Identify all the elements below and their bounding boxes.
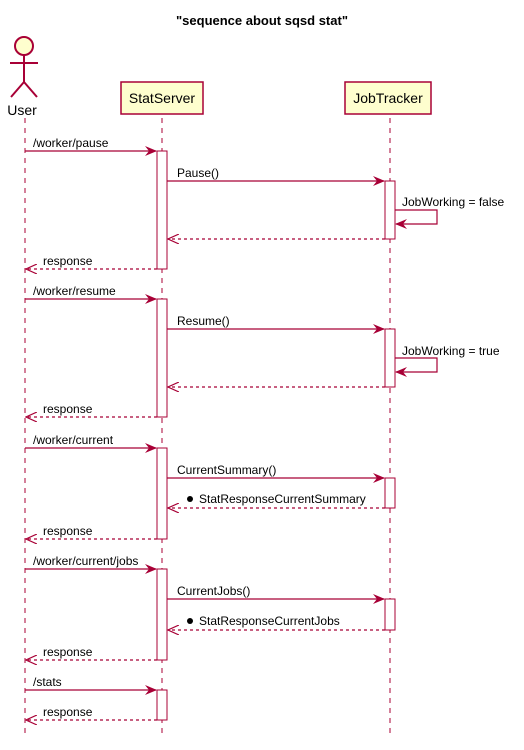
message-label: /worker/current (33, 433, 114, 447)
message: response (26, 254, 157, 269)
message-label: JobWorking = false (402, 195, 504, 209)
activation-jobtracker (384, 477, 396, 509)
message: /worker/current/jobs (25, 554, 157, 574)
bullet-icon (187, 496, 193, 502)
message: CurrentSummary() (167, 463, 385, 483)
message-label: /worker/pause (33, 136, 109, 150)
message: CurrentJobs() (167, 584, 385, 604)
message-label: response (43, 254, 93, 268)
message-label: Pause() (177, 166, 219, 180)
message: StatResponseCurrentSummary (168, 492, 385, 508)
message: JobWorking = false (395, 195, 504, 229)
activation-statserver (156, 568, 168, 661)
message-label: CurrentJobs() (177, 584, 250, 598)
message: /worker/current (25, 433, 157, 453)
message-label: response (43, 524, 93, 538)
message-label: StatResponseCurrentJobs (199, 614, 340, 628)
message: /stats (25, 675, 157, 695)
participant-statserver-label: StatServer (129, 90, 195, 106)
bullet-icon (187, 618, 193, 624)
activation-jobtracker (384, 180, 396, 240)
message: response (26, 524, 157, 539)
activation-statserver (156, 298, 168, 418)
message-label: CurrentSummary() (177, 463, 276, 477)
message: response (26, 645, 157, 660)
message: response (26, 402, 157, 417)
message-label: /stats (33, 675, 62, 689)
diagram-title: "sequence about sqsd stat" (176, 13, 348, 28)
message: /worker/pause (25, 136, 157, 156)
message: /worker/resume (25, 284, 157, 304)
participant-statserver: StatServer (120, 81, 204, 115)
message: Resume() (167, 314, 385, 334)
activation-statserver (156, 447, 168, 540)
actor-head-icon (14, 36, 34, 56)
message-label: /worker/current/jobs (33, 554, 138, 568)
participant-jobtracker-label: JobTracker (353, 90, 423, 106)
message-label: response (43, 645, 93, 659)
message-label: /worker/resume (33, 284, 116, 298)
self-message-arrow (395, 357, 438, 377)
activation-jobtracker (384, 598, 396, 631)
message: StatResponseCurrentJobs (168, 614, 385, 630)
participant-jobtracker: JobTracker (344, 81, 432, 115)
actor-user-label: User (7, 102, 37, 118)
message-label: response (43, 402, 93, 416)
message: JobWorking = true (395, 344, 500, 377)
actor-user: User (7, 36, 38, 118)
self-message-arrow (395, 209, 438, 229)
message: Pause() (167, 166, 385, 186)
message-label: StatResponseCurrentSummary (199, 492, 366, 506)
message-label: JobWorking = true (402, 344, 500, 358)
message-label: response (43, 705, 93, 719)
message: response (26, 705, 157, 720)
message-label: Resume() (177, 314, 230, 328)
activations (156, 150, 396, 721)
activation-statserver (156, 150, 168, 270)
activation-statserver (156, 689, 168, 721)
activation-jobtracker (384, 328, 396, 388)
